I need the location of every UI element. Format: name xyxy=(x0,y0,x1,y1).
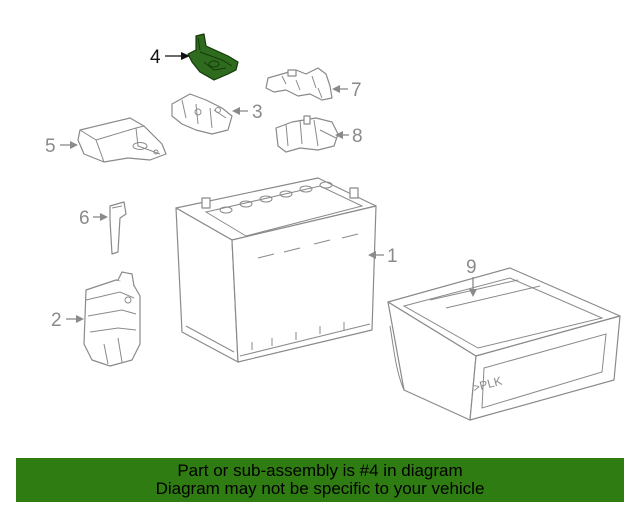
part-3-terminal-cover[interactable] xyxy=(171,93,233,135)
arrow-6 xyxy=(100,213,108,221)
part-7-bracket[interactable] xyxy=(265,67,333,101)
part-4-hold-down-clamp[interactable] xyxy=(187,33,239,81)
part-2-battery-bracket[interactable] xyxy=(83,271,141,367)
callout-3: 3 xyxy=(252,102,263,123)
callout-5: 5 xyxy=(45,136,56,157)
part-9-battery-tray[interactable] xyxy=(387,267,621,421)
arrow-7 xyxy=(332,85,340,93)
footer-line-1: Part or sub-assembly is #4 in diagram xyxy=(177,461,463,480)
arrow-9 xyxy=(469,289,477,297)
footer-banner: Part or sub-assembly is #4 in diagram Di… xyxy=(16,458,624,502)
arrow-4 xyxy=(181,52,190,60)
arrow-1 xyxy=(368,251,376,259)
part-5-terminal-cover[interactable] xyxy=(77,117,167,163)
part-8-bracket[interactable] xyxy=(275,115,339,153)
callout-7: 7 xyxy=(351,80,362,101)
arrow-8 xyxy=(335,131,343,139)
arrow-5 xyxy=(70,141,78,149)
callout-2: 2 xyxy=(51,310,62,331)
part-1-battery[interactable] xyxy=(175,177,377,363)
callout-6: 6 xyxy=(79,208,90,229)
callout-4: 4 xyxy=(150,47,161,68)
arrow-2 xyxy=(76,315,84,323)
arrow-3 xyxy=(232,107,240,115)
callout-9: 9 xyxy=(466,257,477,278)
part-6-hold-down-rod[interactable] xyxy=(109,201,127,255)
callout-8: 8 xyxy=(352,126,363,147)
footer-line-2: Diagram may not be specific to your vehi… xyxy=(155,479,485,498)
callout-1: 1 xyxy=(387,246,398,267)
